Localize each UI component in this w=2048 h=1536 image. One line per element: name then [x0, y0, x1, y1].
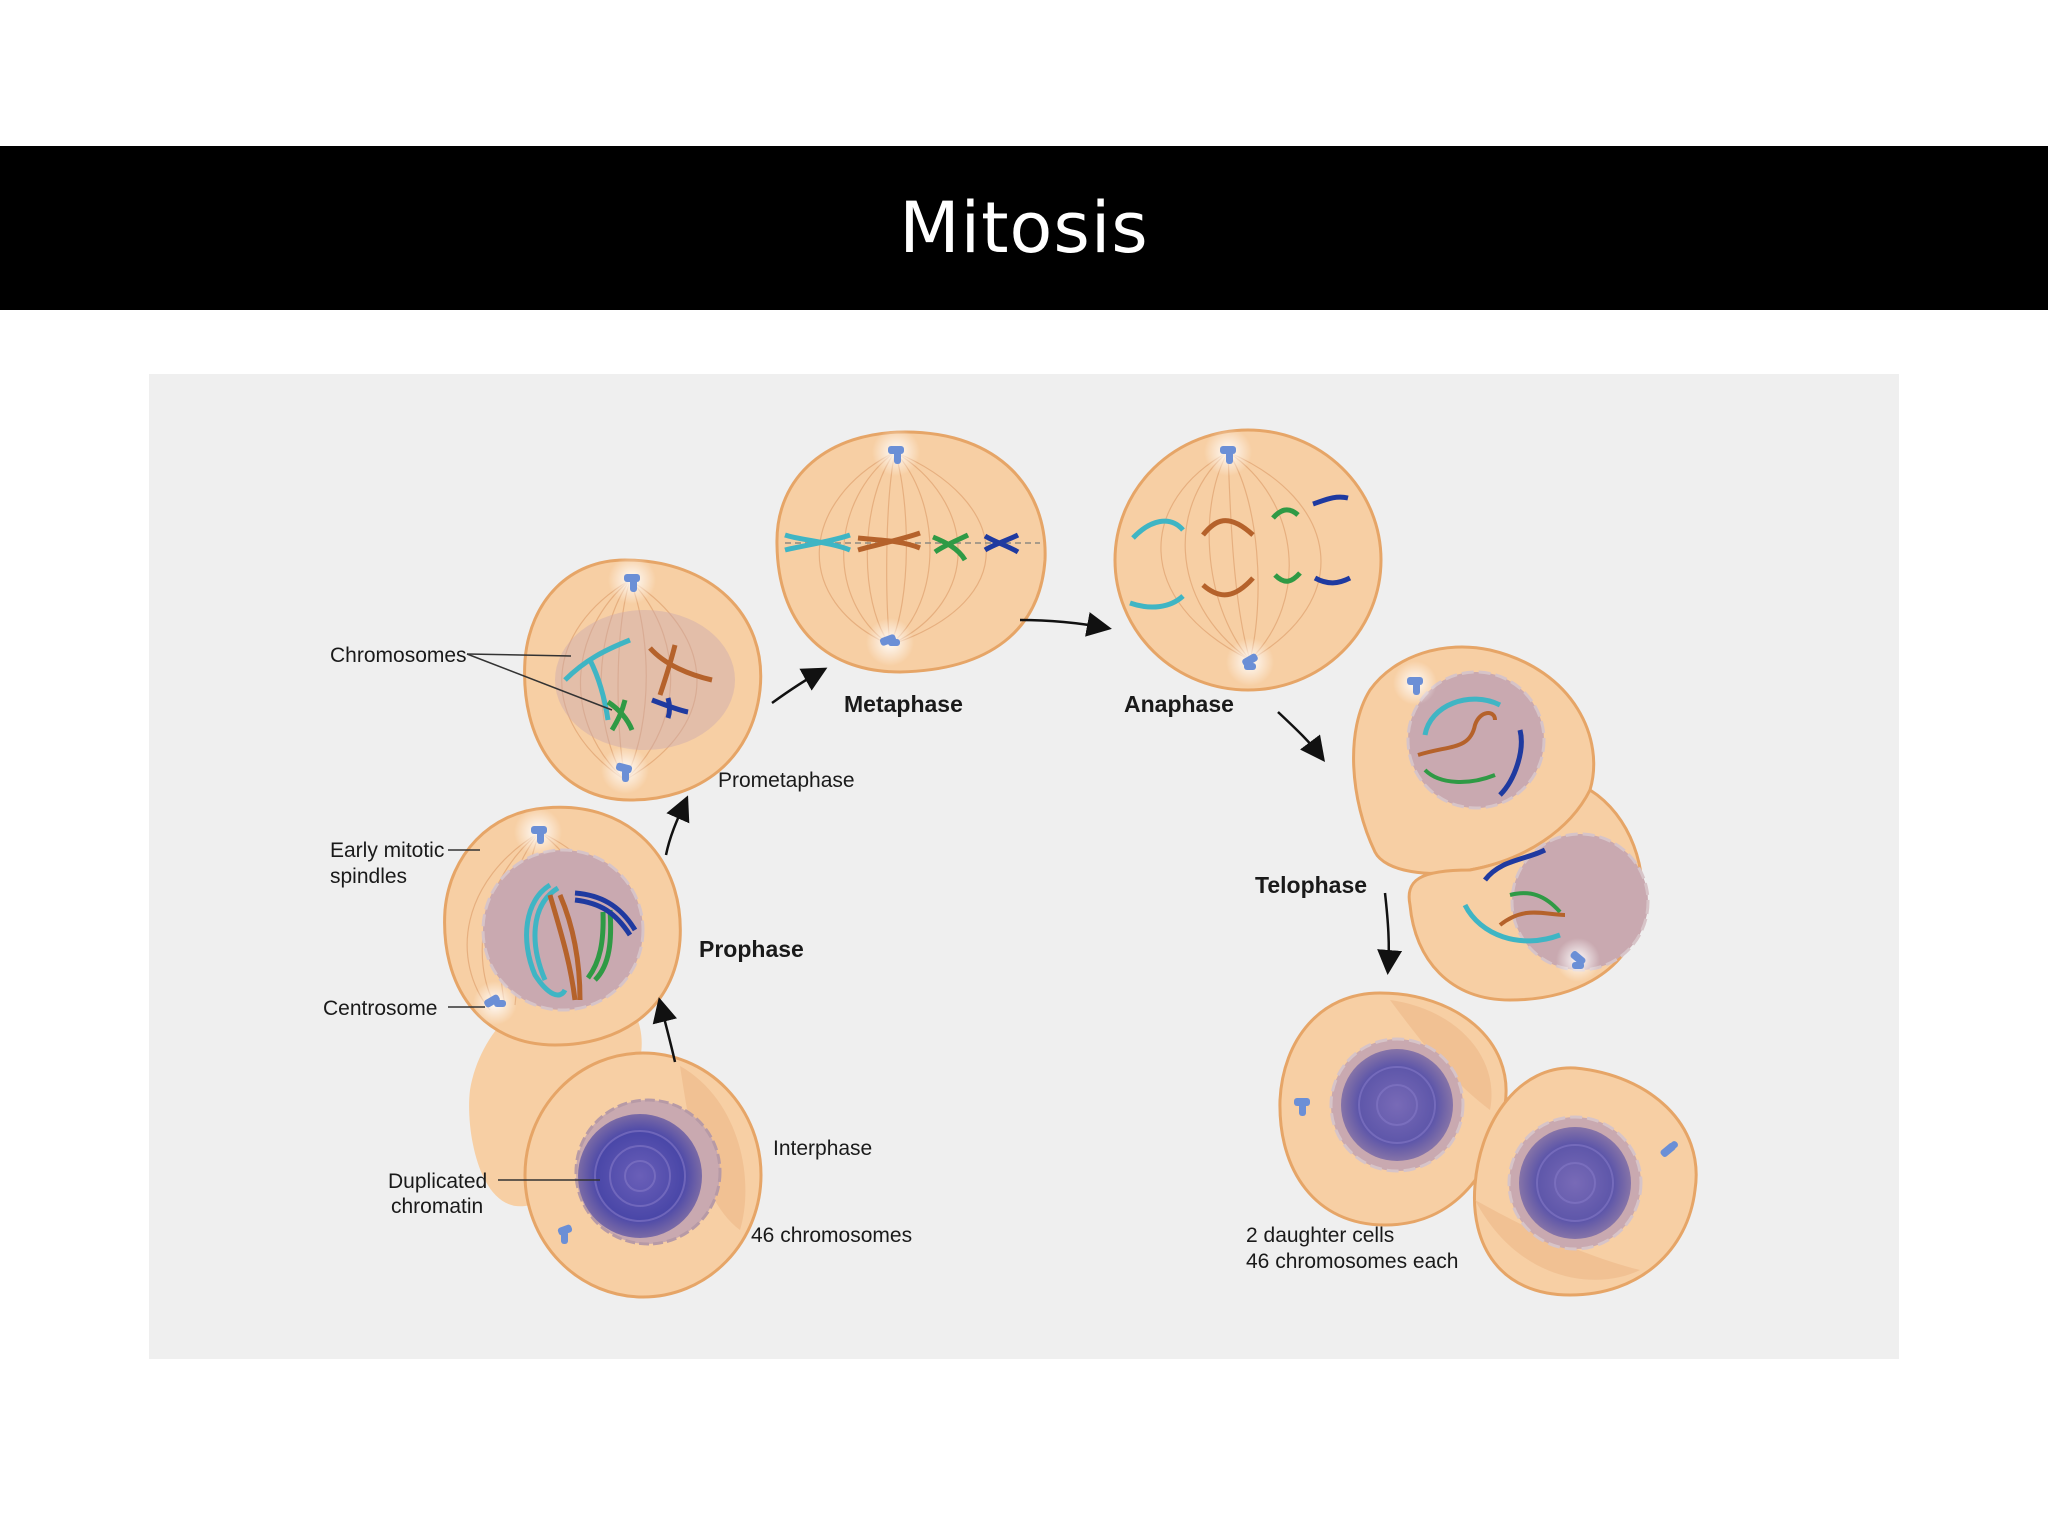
daughters-label-line2: 46 chromosomes each: [1246, 1250, 1458, 1273]
centrosome-icon: [1294, 1098, 1310, 1116]
interphase-label: Interphase: [773, 1137, 872, 1160]
telophase-label: Telophase: [1255, 872, 1367, 898]
early-spindles-label-line1: Early mitotic: [330, 839, 444, 862]
centrosome-icon: [1220, 446, 1236, 464]
daughters-label-line1: 2 daughter cells: [1246, 1224, 1394, 1247]
chromosome-count-label: 46 chromosomes: [751, 1224, 912, 1247]
telophase-cells: [1352, 645, 1650, 1002]
dup-chromatin-label-line1: Duplicated: [388, 1170, 487, 1193]
daughter-cells: [1278, 991, 1698, 1297]
centrosome-icon: [484, 994, 506, 1008]
metaphase-cell: [775, 428, 1047, 674]
centrosome-label: Centrosome: [323, 997, 437, 1020]
centrosome-icon: [531, 826, 547, 844]
cycle-arrows: [652, 612, 1403, 1063]
centrosome-icon: [1242, 653, 1258, 670]
anaphase-label: Anaphase: [1124, 691, 1234, 717]
dup-chromatin-label-line2: chromatin: [391, 1195, 483, 1218]
centrosome-icon: [1660, 1141, 1678, 1157]
metaphase-label: Metaphase: [844, 691, 963, 717]
prophase-label: Prophase: [699, 936, 804, 962]
early-spindles-label-line2: spindles: [330, 865, 407, 888]
prometaphase-cell: [523, 556, 763, 802]
centrosome-icon: [1407, 677, 1423, 695]
centrosome-icon: [615, 762, 633, 782]
title-bar: Mitosis: [0, 146, 2048, 310]
centrosome-icon: [557, 1224, 573, 1244]
chromosomes-label: Chromosomes: [330, 644, 467, 667]
slide-title: Mitosis: [899, 187, 1149, 269]
centrosome-icon: [1570, 951, 1586, 969]
prometaphase-label: Prometaphase: [718, 769, 855, 792]
centrosome-icon: [624, 574, 640, 592]
prophase-cell: [443, 805, 682, 1047]
anaphase-cell: [1113, 428, 1383, 692]
leader-lines: [448, 653, 613, 1181]
centrosome-icon: [888, 446, 904, 464]
centrosome-icon: [879, 634, 900, 646]
